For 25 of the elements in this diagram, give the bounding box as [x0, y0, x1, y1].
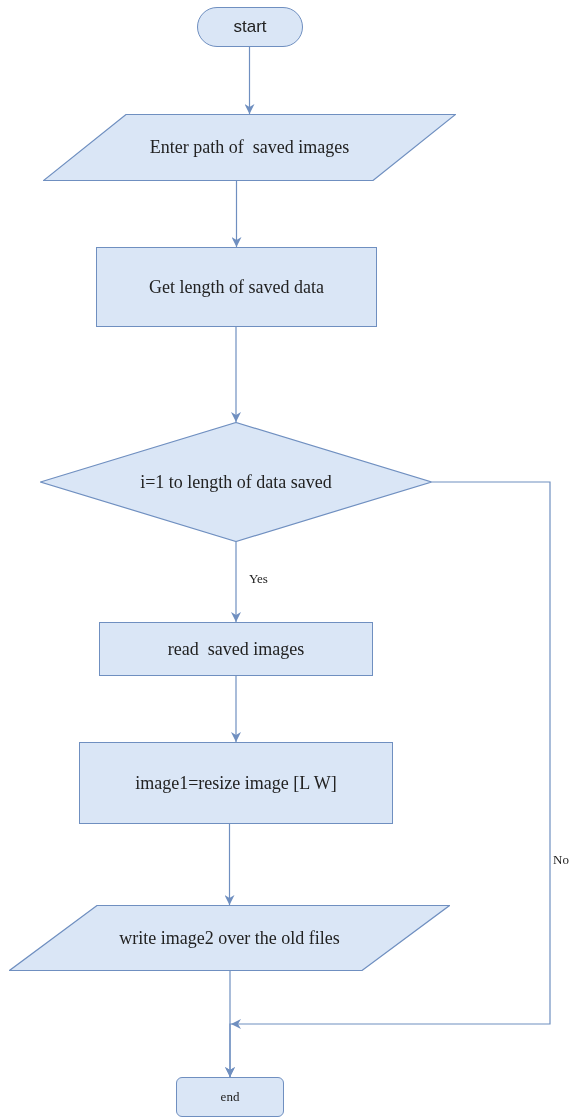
edge-label: No — [552, 853, 570, 866]
output-parallelogram — [9, 905, 450, 971]
arrow — [231, 326, 241, 423]
node-label: image1=resize image [L W] — [135, 771, 337, 795]
edge-label: Yes — [248, 572, 269, 585]
node-label: Get length of saved data — [149, 275, 324, 299]
arrow — [224, 823, 235, 906]
terminator — [176, 1077, 284, 1117]
arrow — [231, 675, 241, 743]
arrow — [231, 541, 241, 623]
arrow — [225, 481, 551, 1078]
terminator — [197, 7, 303, 47]
node-label: read saved images — [167, 637, 305, 661]
node-label: i=1 to length of data saved — [140, 470, 332, 494]
node-label: start — [233, 16, 267, 38]
process-box — [79, 742, 393, 824]
node-label: Enter path of saved images — [149, 136, 350, 159]
process-box — [96, 247, 377, 327]
decision-diamond — [40, 422, 432, 542]
input-parallelogram — [43, 114, 456, 181]
arrow — [244, 46, 255, 115]
node-label: write image2 over the old files — [119, 926, 340, 950]
process-box — [99, 622, 373, 676]
node-label: end — [220, 1088, 240, 1106]
arrow — [231, 180, 242, 248]
